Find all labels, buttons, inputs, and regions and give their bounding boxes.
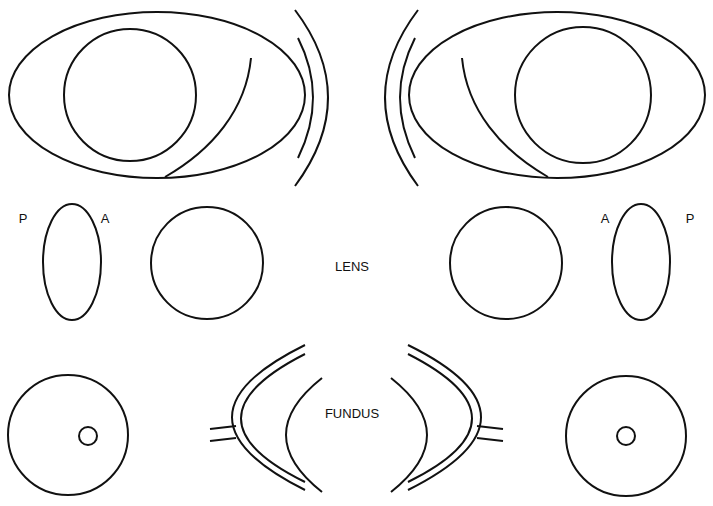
lens-side — [43, 204, 101, 320]
cornea-arc — [385, 10, 418, 186]
cornea-arc — [298, 38, 313, 158]
lesion-curve — [165, 58, 251, 177]
orientation-label: P — [686, 212, 695, 225]
disc-circle — [79, 427, 97, 445]
lens-side — [612, 204, 670, 320]
fundus-circle — [566, 376, 686, 496]
nerve-line — [210, 438, 236, 441]
lesion-curve — [462, 58, 548, 177]
orientation-label: P — [19, 212, 28, 225]
fundus-arc — [232, 345, 305, 490]
orientation-label: A — [601, 212, 610, 225]
lens-front — [151, 207, 263, 319]
disc-circle — [617, 427, 635, 445]
cornea-arc — [295, 10, 328, 186]
fundus-arc — [408, 345, 481, 490]
orientation-label: A — [101, 212, 110, 225]
nerve-line — [477, 438, 503, 441]
lens-front — [450, 207, 562, 319]
cornea-arc — [400, 38, 415, 158]
section-label: LENS — [335, 260, 369, 273]
iris-circle — [515, 27, 651, 163]
section-label: FUNDUS — [325, 407, 379, 420]
nerve-line — [210, 426, 236, 429]
eye-outline — [409, 12, 705, 178]
fundus-arc — [286, 378, 322, 492]
eye-outline — [9, 12, 305, 178]
nerve-line — [477, 426, 503, 429]
fundus-arc — [391, 378, 427, 492]
iris-circle — [64, 29, 196, 161]
fundus-circle — [8, 375, 128, 495]
